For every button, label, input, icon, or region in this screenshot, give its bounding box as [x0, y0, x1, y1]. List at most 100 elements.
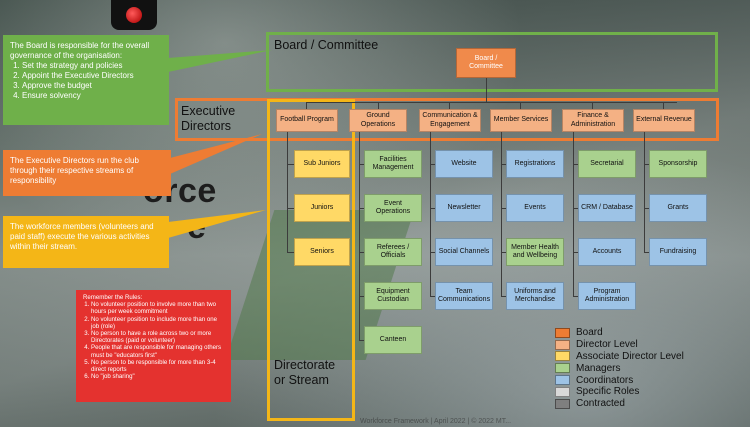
comms-tick: [430, 164, 435, 165]
node-coordinator: Events: [506, 194, 564, 222]
workforce-callout: The workforce members (volunteers and pa…: [3, 216, 169, 268]
node-coordinator: CRM / Database: [578, 194, 636, 222]
node-director: Football Program: [276, 109, 338, 132]
ground-ops-tick: [359, 164, 364, 165]
rule-item: People that are responsible for managing…: [91, 344, 226, 358]
external-tick: [644, 252, 649, 253]
node-coordinator: Accounts: [578, 238, 636, 266]
member-tick: [501, 208, 506, 209]
rule-item: No person to have a role across two or m…: [91, 330, 226, 344]
node-manager: Secretarial: [578, 150, 636, 178]
workforce-pointer: [168, 210, 266, 238]
legend-item: Managers: [555, 362, 684, 374]
node-associate-director: Seniors: [294, 238, 350, 266]
finance-tick: [573, 164, 578, 165]
football-tick: [287, 252, 294, 253]
comms-stem: [430, 132, 431, 296]
legend-item: Coordinators: [555, 374, 684, 386]
legend-label: Associate Director Level: [576, 350, 684, 362]
node-director: Finance & Administration: [562, 109, 624, 132]
node-coordinator: Website: [435, 150, 493, 178]
board-callout-item: Appoint the Executive Directors: [22, 71, 162, 81]
comms-tick: [430, 252, 435, 253]
legend-item: Specific Roles: [555, 386, 684, 398]
board-callout-item: Approve the budget: [22, 81, 162, 91]
rule-item: No volunteer position to involve more th…: [91, 301, 226, 315]
node-manager: Event Operations: [364, 194, 422, 222]
board-callout-item: Set the strategy and policies: [22, 61, 162, 71]
rules-heading: Remember the Rules:: [83, 294, 143, 301]
node-manager: Member Health and Wellbeing: [506, 238, 564, 266]
legend-label: Director Level: [576, 339, 638, 351]
legend-item: Board: [555, 327, 684, 339]
footer-text: Workforce Framework | April 2022 | © 202…: [360, 418, 512, 425]
board-callout: The Board is responsible for the overall…: [3, 35, 169, 125]
legend-swatch: [555, 386, 570, 397]
rules-box: Remember the Rules: No volunteer positio…: [76, 290, 231, 402]
node-coordinator: Registrations: [506, 150, 564, 178]
board-callout-intro: The Board is responsible for the overall…: [10, 41, 150, 60]
legend-label: Managers: [576, 362, 621, 374]
node-coordinator: Social Channels: [435, 238, 493, 266]
directorate-frame: [267, 99, 355, 421]
board-callout-item: Ensure solvency: [22, 91, 162, 101]
node-director: External Revenue: [633, 109, 695, 132]
football-tick: [287, 164, 294, 165]
finance-tick: [573, 208, 578, 209]
node-manager: Facilities Management: [364, 150, 422, 178]
external-tick: [644, 208, 649, 209]
ground-ops-tick: [359, 208, 364, 209]
rules-list: No volunteer position to involve more th…: [81, 301, 226, 380]
node-director: Member Services: [490, 109, 552, 132]
director-drop: [306, 102, 307, 109]
board-callout-list: Set the strategy and policies Appoint th…: [10, 61, 162, 101]
executive-frame: [175, 98, 719, 141]
rule-item: No person to be responsible for more tha…: [91, 359, 226, 373]
football-tick: [287, 208, 294, 209]
node-manager: Equipment Custodian: [364, 282, 422, 310]
legend-label: Contracted: [576, 398, 625, 410]
node-coordinator: Team Communications: [435, 282, 493, 310]
director-drop: [663, 102, 664, 109]
node-coordinator: Fundraising: [649, 238, 707, 266]
node-manager: Sponsorship: [649, 150, 707, 178]
directorate-label: Directorate or Stream: [274, 358, 336, 387]
legend: Board Director Level Associate Director …: [555, 327, 684, 410]
finance-tick: [573, 296, 578, 297]
director-drop: [520, 102, 521, 109]
director-drop: [449, 102, 450, 109]
member-tick: [501, 164, 506, 165]
board-to-directors-line: [486, 78, 487, 102]
external-stem: [644, 132, 645, 252]
node-coordinator: Newsletter: [435, 194, 493, 222]
club-logo: [111, 0, 157, 30]
node-coordinator: Uniforms and Merchandise: [506, 282, 564, 310]
director-drop: [592, 102, 593, 109]
legend-swatch: [555, 351, 570, 362]
member-tick: [501, 252, 506, 253]
legend-label: Board: [576, 327, 603, 339]
comms-tick: [430, 296, 435, 297]
board-committee-label: Board / Committee: [274, 38, 379, 52]
legend-swatch: [555, 363, 570, 374]
football-stem: [287, 132, 288, 252]
executive-directors-label: Executive Directors: [181, 104, 236, 133]
ground-ops-tick: [359, 296, 364, 297]
ball-icon: [126, 7, 142, 23]
member-stem: [501, 132, 502, 296]
node-manager: Canteen: [364, 326, 422, 354]
board-frame: [266, 32, 718, 92]
node-associate-director: Sub Juniors: [294, 150, 350, 178]
comms-tick: [430, 208, 435, 209]
node-manager: Referees / Officials: [364, 238, 422, 266]
node-director: Communication & Engagement: [419, 109, 481, 132]
legend-label: Coordinators: [576, 374, 634, 386]
node-board-committee: Board / Committee: [456, 48, 516, 78]
node-coordinator: Grants: [649, 194, 707, 222]
ground-ops-tick: [359, 252, 364, 253]
rule-item: No volunteer position to include more th…: [91, 316, 226, 330]
directors-bus-line: [306, 102, 677, 103]
legend-label: Specific Roles: [576, 386, 640, 398]
rule-item: No "job sharing": [91, 373, 226, 380]
